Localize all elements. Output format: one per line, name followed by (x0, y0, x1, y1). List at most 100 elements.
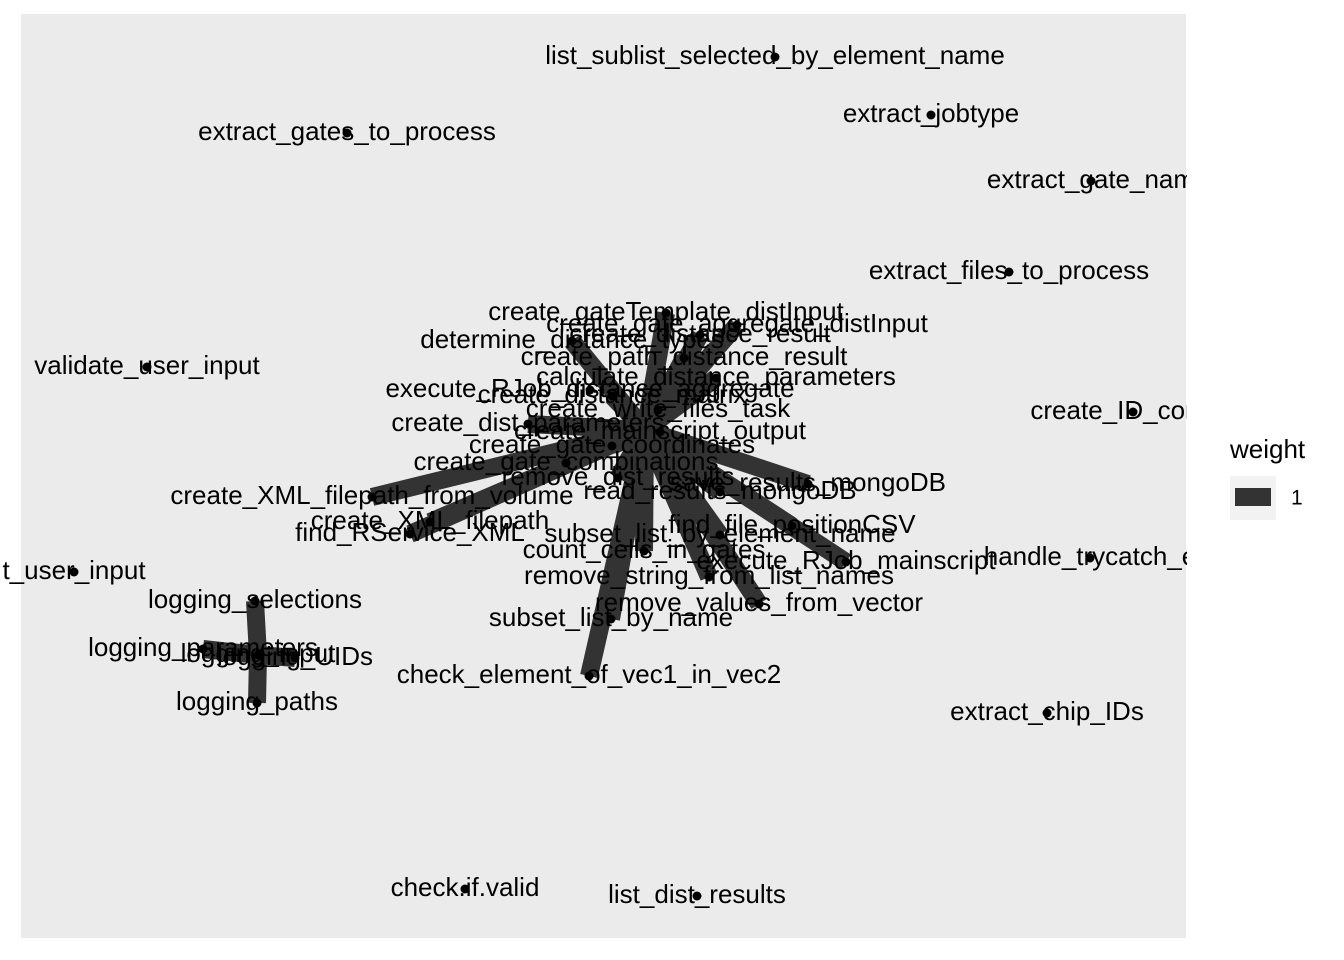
node-point (787, 521, 797, 531)
node-label: subset_list_by_name (489, 602, 733, 632)
node-point (692, 891, 702, 901)
node-point (290, 653, 300, 663)
edge (257, 646, 296, 667)
node-label: extract_gate_nam (987, 164, 1195, 194)
node-label: create_gateTemplate_distInput (488, 296, 844, 326)
node-point (1085, 553, 1095, 563)
node-point (198, 644, 208, 654)
node-point (367, 492, 377, 502)
node-point (711, 373, 721, 383)
node-label: read_results_mongoDB (583, 475, 856, 505)
node-point (252, 698, 262, 708)
node-label: find_RService_XML (295, 517, 525, 547)
node-point (715, 530, 725, 540)
node-point (1086, 176, 1096, 186)
node-point (607, 441, 617, 451)
node-label: count_cells_in_gates (523, 534, 766, 564)
edge-layer (202, 311, 851, 704)
node-layer (69, 52, 1138, 901)
node-point (142, 362, 152, 372)
node-label: execute_RJob_mainscript (696, 545, 996, 575)
node-label: find_file_positionCSV (668, 509, 916, 539)
node-label: create_XML_filepath (311, 505, 549, 535)
node-label: validate_user_input (34, 350, 260, 380)
node-label: remove_string_from_list_names (524, 560, 894, 590)
node-label: logging_parameters (88, 632, 318, 662)
node-point (613, 473, 623, 483)
node-point (1042, 708, 1052, 718)
label-layer: list_sublist_selected_by_element_nameext… (2, 40, 1235, 909)
node-point (704, 572, 714, 582)
node-point (253, 650, 263, 660)
node-point (926, 110, 936, 120)
legend-label: 1 (1291, 487, 1303, 510)
node-point (607, 391, 617, 401)
node-point (679, 353, 689, 363)
node-label: create_gate_combinations (414, 446, 719, 476)
node-point (342, 128, 352, 138)
node-label: check_element_of_vec1_in_vec2 (397, 659, 781, 689)
node-point (770, 52, 780, 62)
node-label: execute_RJob_distance_aggregate (385, 373, 794, 403)
node-point (754, 599, 764, 609)
node-point (585, 385, 595, 395)
node-point (653, 405, 663, 415)
node-point (639, 546, 649, 556)
node-label: remove_values_from_vector (595, 587, 923, 617)
node-label: logging_selections (148, 584, 362, 614)
node-label: create_distance_matrix (478, 379, 747, 409)
edge (580, 428, 654, 678)
node-label: logging_paths (176, 686, 338, 716)
node-point (523, 419, 533, 429)
node-label: list_sublist_selected_by_element_name (545, 40, 1005, 70)
node-point (661, 308, 671, 318)
node-label: create_mainscript_output (514, 415, 807, 445)
edge (637, 424, 728, 541)
node-label: create_gate_coordinates (469, 429, 755, 459)
node-label: logging_input (181, 638, 336, 668)
node-label: determine_distance_types (420, 324, 724, 354)
node-point (606, 614, 616, 624)
node-label: create_gate_aggregate_distInput (546, 308, 928, 338)
node-point (655, 427, 665, 437)
node-label: create_dist_parameters (391, 407, 664, 437)
node-label: logging_UIDs (217, 641, 373, 671)
node-label: extract_jobtype (843, 98, 1019, 128)
node-point (250, 596, 260, 606)
node-point (584, 671, 594, 681)
node-point (732, 320, 742, 330)
node-point (1128, 407, 1138, 417)
legend-title: weight (1229, 434, 1306, 464)
node-point (69, 567, 79, 577)
node-label: extract_chip_IDs (950, 696, 1144, 726)
node-label: extract_files_to_process (869, 255, 1149, 285)
node-label: handle_trycatch_e (984, 541, 1196, 571)
node-label: create_distance_result (569, 318, 831, 348)
node-point (695, 330, 705, 340)
node-point (561, 458, 571, 468)
edge (406, 421, 649, 543)
node-label: create_path_distance_result (521, 341, 848, 371)
node-label: check.if.valid (391, 872, 540, 902)
node-label: t_user_input (2, 555, 146, 585)
node-label: create_write_files_task (526, 393, 791, 423)
node-label: save_results_mongoDB (670, 467, 946, 497)
node-label: create_XML_filepath_from_volume (170, 480, 573, 510)
node-point (803, 479, 813, 489)
node-point (567, 336, 577, 346)
edge (202, 640, 259, 664)
node-point (425, 517, 435, 527)
node-label: subset_list_by_element_name (544, 518, 895, 548)
legend: weight 1 (1229, 434, 1306, 520)
node-point (1004, 267, 1014, 277)
node-label: extract_gates_to_process (198, 116, 496, 146)
node-point (715, 487, 725, 497)
plot-panel (21, 14, 1186, 938)
node-point (405, 529, 415, 539)
node-label: calculate_distance_parameters (536, 361, 896, 391)
legend-key-swatch (1235, 488, 1271, 506)
node-point (841, 557, 851, 567)
node-label: remove_dist_results (502, 461, 735, 491)
node-point (460, 884, 470, 894)
